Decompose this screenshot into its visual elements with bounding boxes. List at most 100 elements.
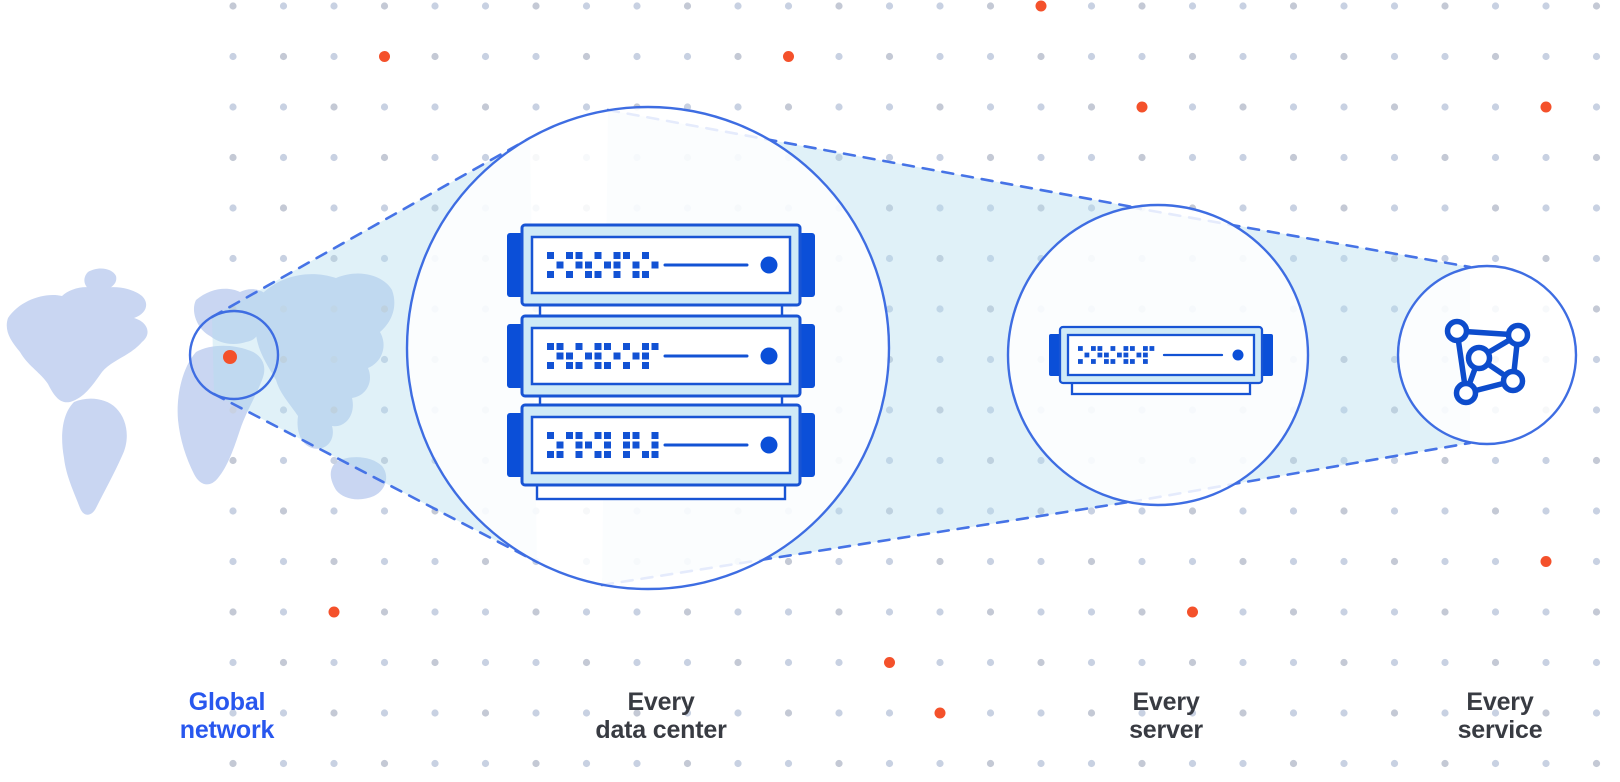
grid-dot [229,103,237,111]
server-vent-texture [547,252,659,278]
grid-dot [431,52,439,61]
grid-dot [330,2,338,10]
grid-dot [229,153,237,162]
grid-dot [1390,2,1399,10]
grid-dot [633,658,641,667]
grid-dot [1188,153,1197,162]
grid-dot [885,608,894,616]
grid-dot [431,204,439,212]
grid-dot [986,103,995,111]
grid-dot [835,608,843,616]
vent-square [1143,359,1148,364]
server-power-led [760,436,778,454]
grid-dot [380,305,389,313]
server-side-tab [1049,334,1061,376]
grid-dot [683,608,692,616]
grid-dot [582,103,591,111]
grid-dot [1592,355,1601,364]
vent-square [575,441,583,449]
grid-dot [683,2,692,10]
grid-dot [1390,204,1399,212]
grid-dot [1087,557,1096,566]
grid-dot [1087,103,1096,111]
vent-square [547,252,554,259]
vent-square [623,362,630,369]
grid-dot [229,52,237,61]
grid-dot [734,52,742,61]
accent-dot [1540,556,1552,567]
grid-dot [279,456,288,465]
grid-dot [936,406,944,414]
grid-dot [936,355,944,364]
vent-square [651,432,659,439]
stage-label-every-server: Every server [1129,688,1203,744]
grid-dot [1037,103,1045,111]
vent-square [604,451,611,458]
grid-dot [1037,52,1045,61]
grid-dot [229,507,237,515]
vent-square [1104,352,1109,358]
grid-dot [582,759,591,768]
grid-dot [380,204,389,212]
grid-dot [683,759,692,768]
vent-square [623,441,630,449]
grid-dot [1138,608,1146,616]
map-focus-circle [188,309,280,401]
grid-dot [936,507,944,515]
grid-dot [936,305,944,313]
grid-dot [986,608,995,616]
grid-dot [1592,52,1601,61]
grid-dot [1239,507,1247,515]
grid-dot [1239,759,1247,768]
grid-dot [1390,103,1399,111]
grid-dot [481,153,490,162]
grid-dot [986,355,995,364]
grid-dot [1592,305,1601,313]
network-icon [1444,318,1531,406]
grid-dot [1592,204,1601,212]
grid-dot [986,406,995,414]
grid-dot [380,153,389,162]
grid-dot [1340,52,1348,61]
grid-dot [936,103,944,111]
grid-dot [532,759,540,768]
rack-server-unit-2 [507,314,815,398]
grid-dot [1340,608,1348,616]
grid-dot [885,254,894,263]
vent-square [1097,352,1103,358]
vent-square [575,252,583,259]
vent-square [575,451,583,458]
grid-dot [1188,2,1197,10]
continent-south-america [62,398,127,515]
grid-dot [279,103,288,111]
grid-dot [431,153,439,162]
accent-dot [1187,606,1198,618]
server-front-panel [530,415,792,475]
vent-square [1091,359,1096,364]
grid-dot [1592,759,1601,768]
grid-dot [380,103,389,111]
grid-dot [1441,507,1449,515]
grid-dot [1592,254,1601,263]
vent-square [623,451,630,458]
grid-dot [1542,52,1550,61]
grid-dot [936,2,944,10]
server-side-tab [799,233,815,297]
grid-dot [1491,2,1500,10]
grid-dot [1390,507,1399,515]
grid-dot [380,557,389,566]
accent-dot [783,51,794,62]
grid-dot [1441,254,1449,263]
grid-dot [986,52,995,61]
vent-square [604,261,611,269]
zoom-guide-top-3 [1128,205,1472,269]
grid-dot [1087,153,1096,162]
grid-dot [1441,608,1449,616]
vent-square [575,343,583,350]
continent-europe [193,288,272,344]
server-power-led [760,256,778,274]
vent-square [566,271,573,278]
grid-dot [481,759,490,768]
grid-dot [1592,557,1601,566]
